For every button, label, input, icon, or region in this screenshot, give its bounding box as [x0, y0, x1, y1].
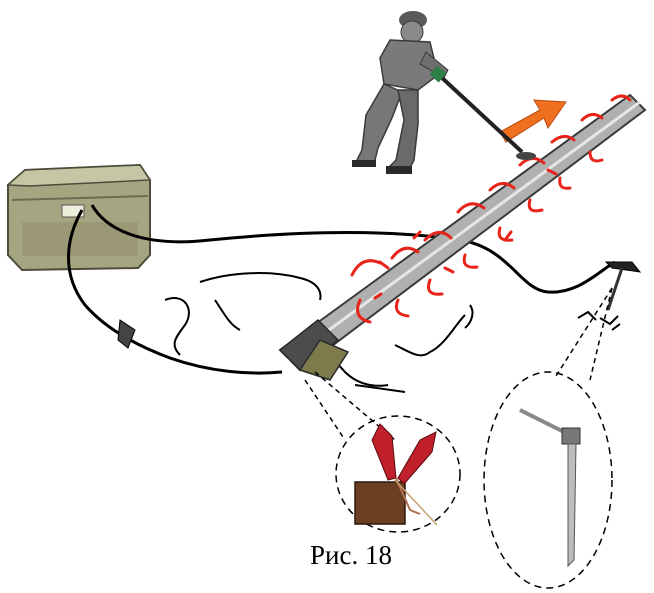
figure-caption: Рис. 18: [310, 540, 392, 570]
callout-lines: [304, 287, 613, 441]
cable-to-stake: [90, 204, 616, 294]
pipe-icon: [278, 93, 647, 381]
cable-side-loop: [117, 319, 136, 349]
worker-with-locator-icon: [352, 11, 536, 174]
direction-arrow-icon: [499, 99, 567, 143]
ground-stake-icon: [577, 261, 642, 331]
ground-stake-detail-icon: [483, 371, 613, 589]
field-lines: [350, 94, 632, 324]
battery-clamp-icon: [335, 415, 461, 533]
